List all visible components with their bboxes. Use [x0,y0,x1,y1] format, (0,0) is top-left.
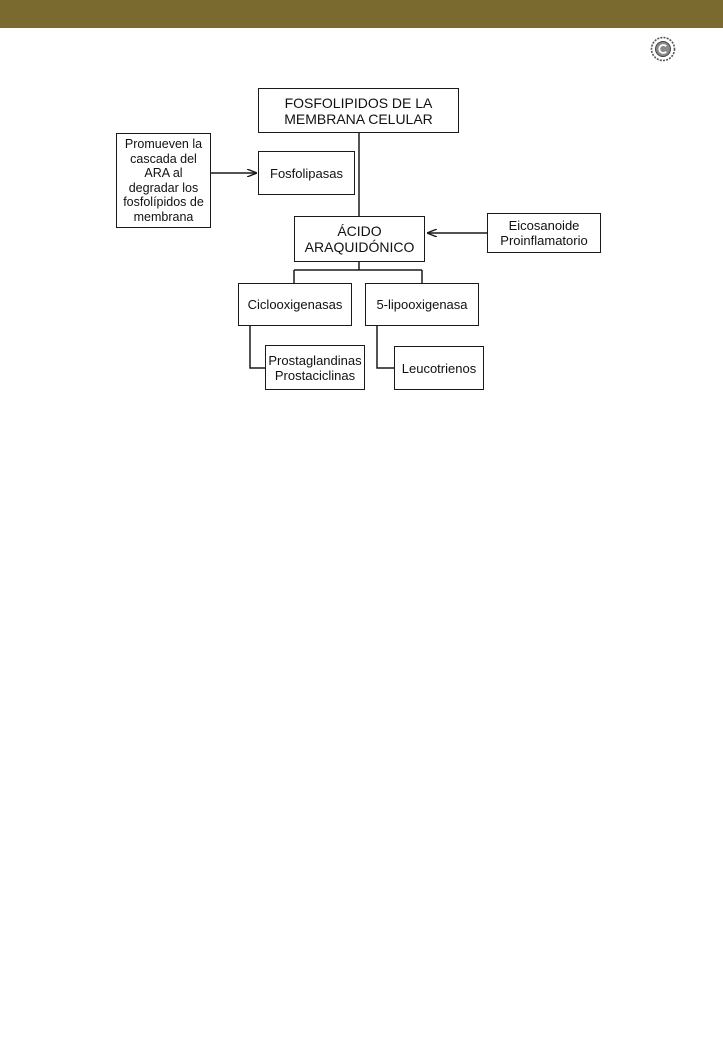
node-fosfolipasas: Fosfolipasas [258,151,355,195]
node-lipooxigenasa: 5-lipooxigenasa [365,283,479,326]
header-band [0,0,723,28]
diagram-connectors [211,133,487,369]
seal-logo-icon [650,36,676,62]
node-promueven: Promueven la cascada del ARA al degradar… [116,133,211,228]
connector-cox-prostaglandinas [249,326,265,369]
node-leucotrienos: Leucotrienos [394,346,484,390]
node-ciclooxigenasas: Ciclooxigenasas [238,283,352,326]
node-fosfolipidos: FOSFOLIPIDOS DE LA MEMBRANA CELULAR [258,88,459,133]
node-prostaglandinas: Prostaglandinas Prostaciclinas [265,345,365,390]
node-eicosanoide: Eicosanoide Proinflamatorio [487,213,601,253]
arachidonic-acid-diagram: FOSFOLIPIDOS DE LA MEMBRANA CELULAR Prom… [0,0,723,420]
node-acido-araquidonico: ÁCIDO ARAQUIDÓNICO [294,216,425,262]
connector-lox-leucotrienos [376,326,394,369]
